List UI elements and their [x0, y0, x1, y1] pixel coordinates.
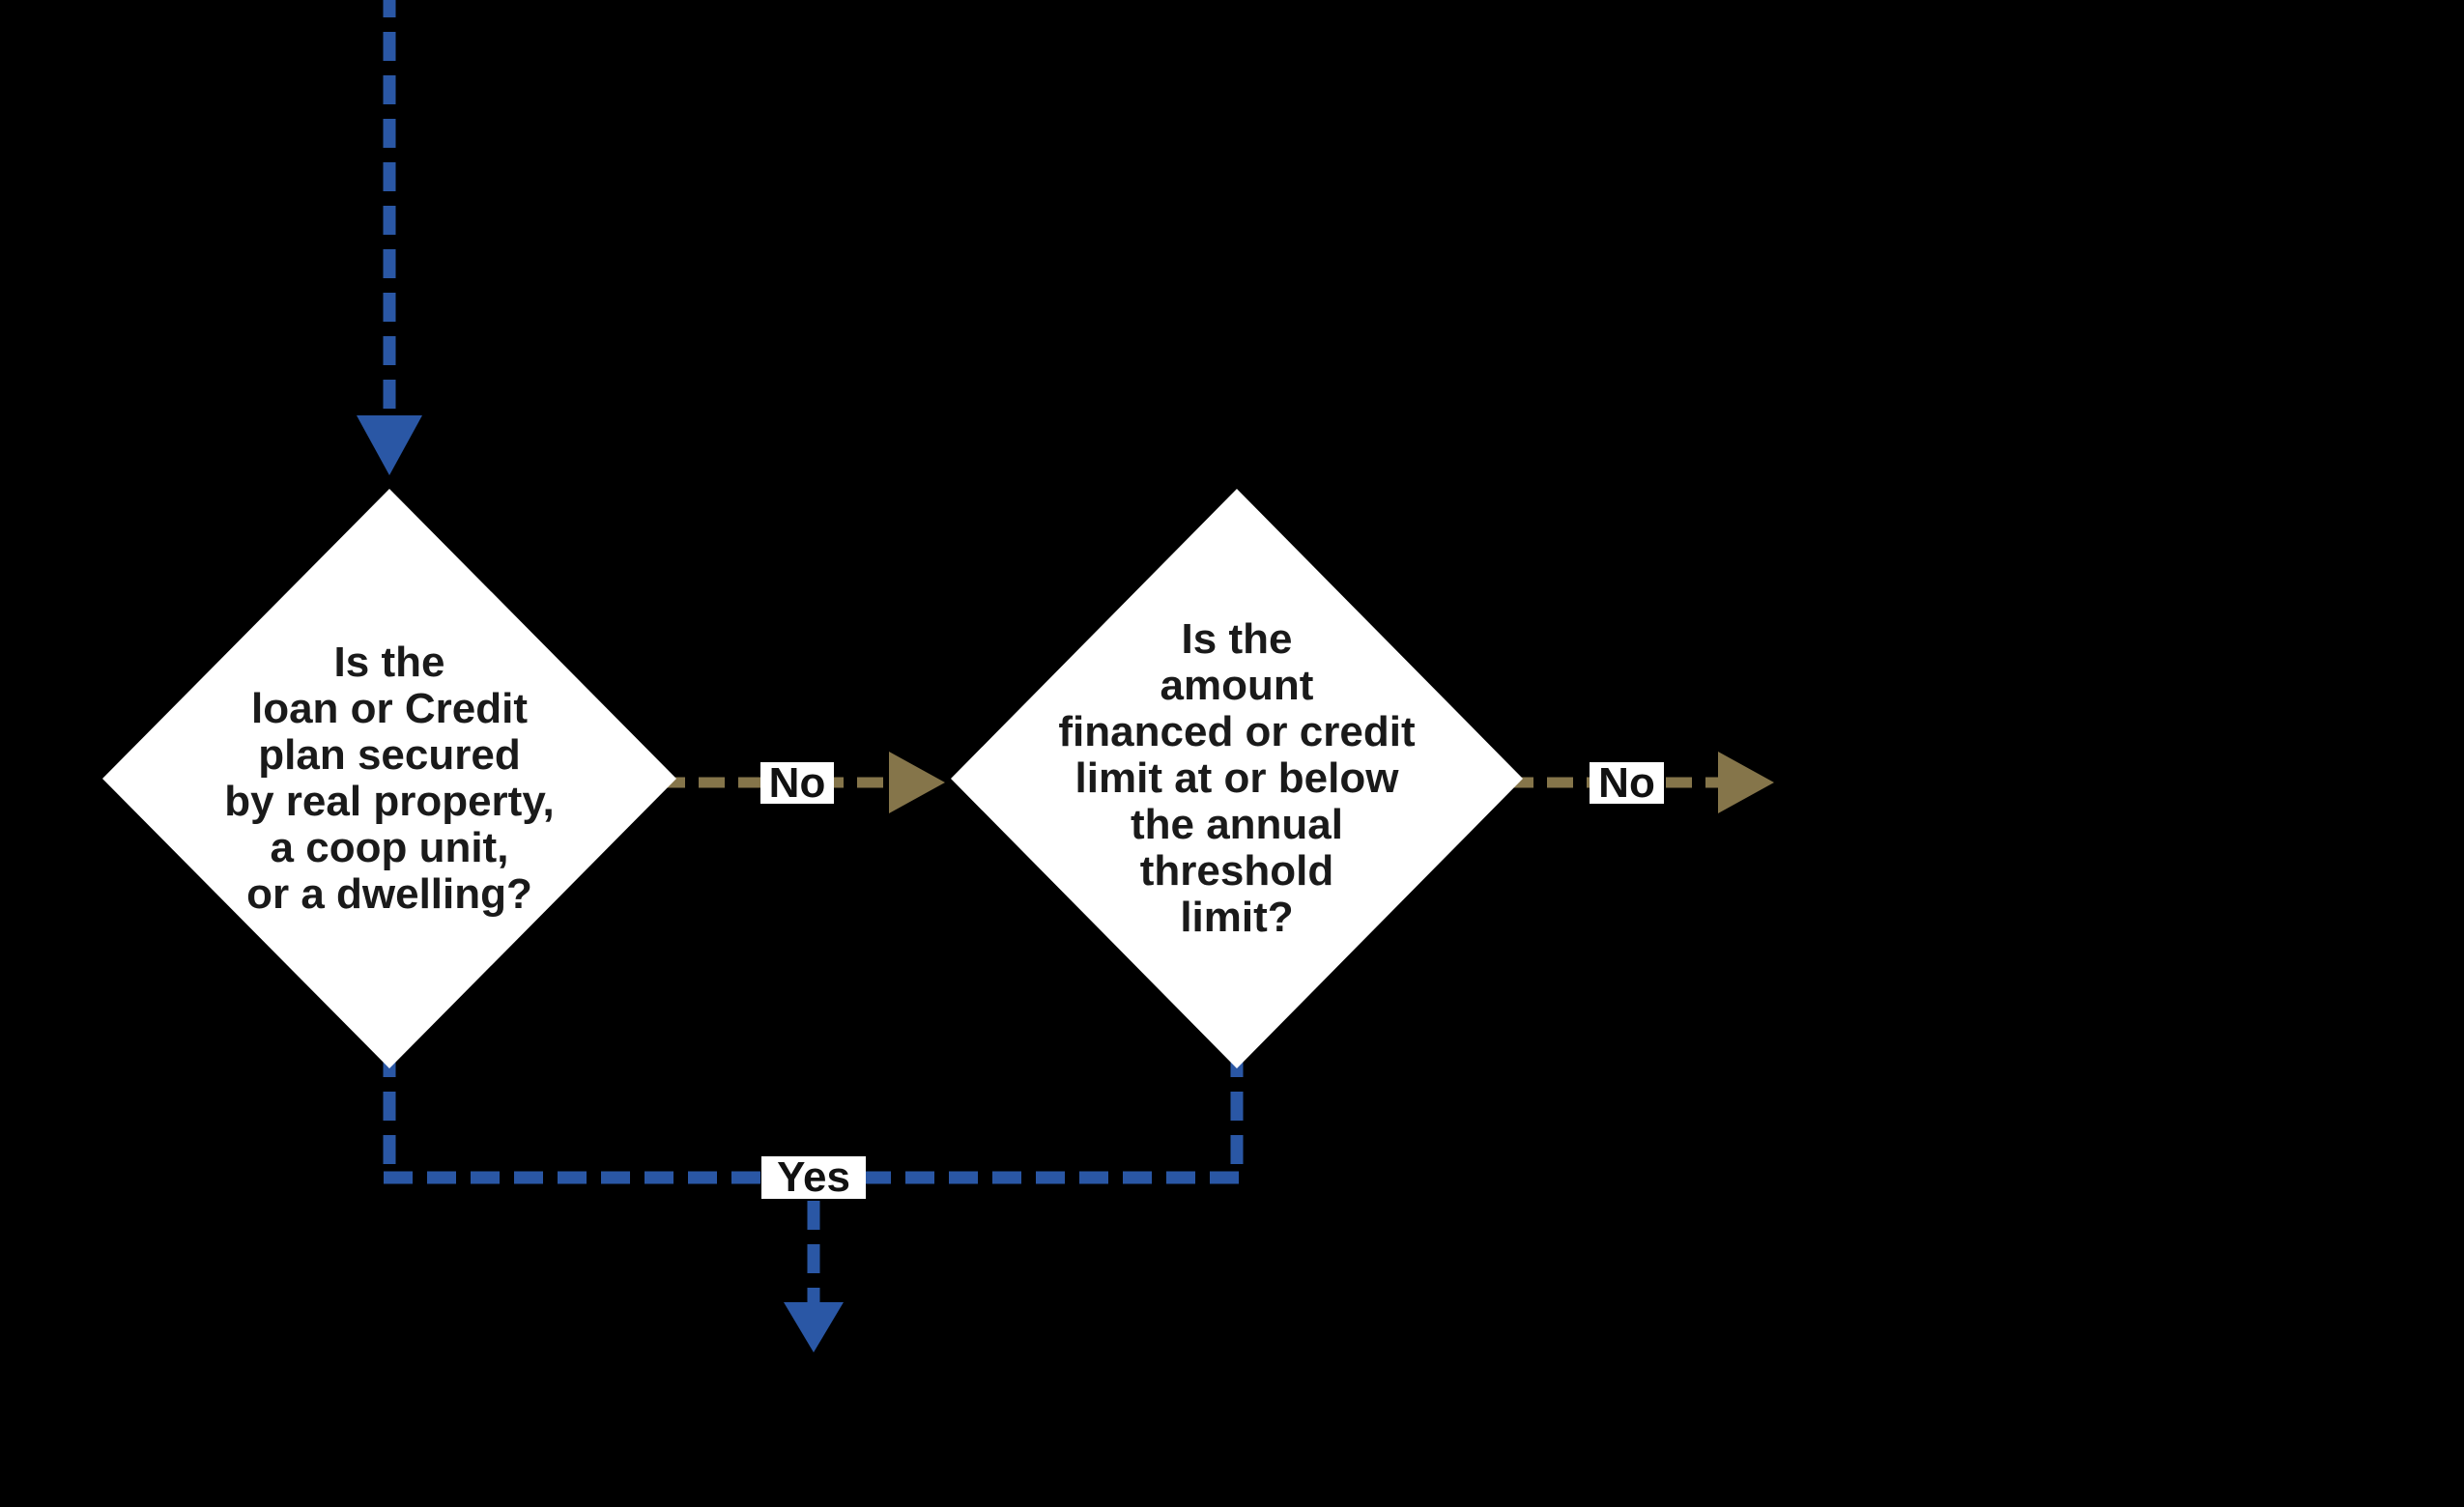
edge-label-text: Yes — [777, 1153, 850, 1201]
no-edge-2-arrowhead-icon — [1718, 752, 1774, 813]
entry-arrowhead-icon — [357, 415, 422, 475]
edge-label-yes: Yes — [761, 1156, 866, 1199]
decision-text-line: the annual — [1130, 801, 1344, 848]
no-edge-1-arrowhead-icon — [889, 752, 945, 813]
decision-text-line: loan or Credit — [250, 685, 528, 732]
edge-label-no-2: No — [1590, 758, 1664, 807]
edge-label-text: No — [768, 758, 826, 807]
decision-text-line: a coop unit, — [270, 824, 509, 871]
decision-node-text: Is the amount financed or credit limit a… — [1058, 616, 1415, 941]
decision-text-line: financed or credit — [1058, 708, 1416, 755]
decision-text-line: or a dwelling? — [246, 870, 532, 918]
decision-text-line: Is the — [1181, 615, 1293, 663]
decision-text-line: threshold — [1139, 847, 1334, 895]
yes-edge-arrowhead-icon — [784, 1302, 844, 1352]
decision-text-line: limit? — [1180, 894, 1294, 941]
decision-text-line: amount — [1160, 662, 1314, 709]
decision-text-line: by real property, — [224, 778, 555, 825]
decision-text-line: Is the — [333, 639, 445, 686]
edge-label-no-1: No — [760, 758, 834, 807]
decision-text-line: limit at or below — [1074, 754, 1399, 802]
edge-label-text: No — [1598, 758, 1655, 807]
decision-text-line: plan secured — [258, 731, 521, 779]
decision-node-text: Is the loan or Credit plan secured by re… — [224, 640, 555, 918]
